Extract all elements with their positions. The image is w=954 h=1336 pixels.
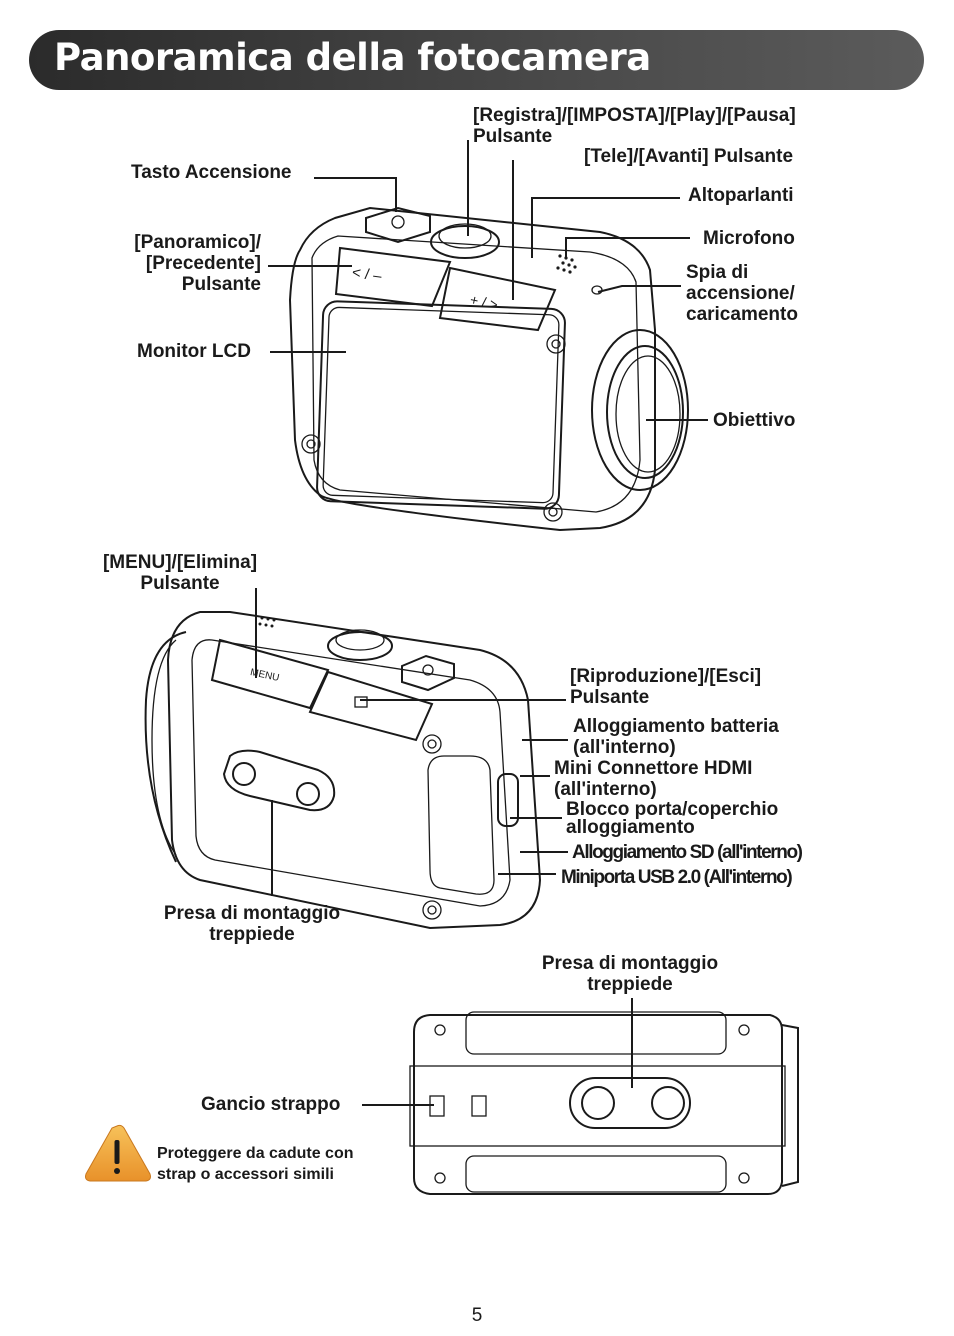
page-number: 5 bbox=[471, 1305, 483, 1326]
usb-port-label: Miniporta USB 2.0 (All'interno) bbox=[561, 867, 793, 888]
menu-button-label: [MENU]/[Elimina] Pulsante bbox=[102, 552, 258, 594]
title-bar: Panoramica della fotocamera bbox=[29, 30, 924, 90]
power-key-label: Tasto Accensione bbox=[131, 162, 292, 183]
bottom-tripod-mount-label: Presa di montaggio treppiede bbox=[541, 953, 719, 995]
playback-button-label: [Riproduzione]/[Esci] Pulsante bbox=[570, 666, 762, 708]
camera-front-view bbox=[288, 206, 689, 532]
lcd-monitor-label: Monitor LCD bbox=[137, 341, 251, 362]
camera-bottom-view bbox=[409, 1011, 799, 1195]
speakers-label: Altoparlanti bbox=[688, 185, 794, 206]
strap-hook-label: Gancio strappo bbox=[201, 1094, 341, 1115]
power-led-label: Spia di accensione/ caricamento bbox=[686, 262, 798, 325]
page-title: Panoramica della fotocamera bbox=[54, 36, 651, 79]
sd-slot-label: Alloggiamento SD (all'interno) bbox=[572, 842, 803, 863]
hdmi-connector-label: Mini Connettore HDMI (all'interno) bbox=[554, 758, 753, 800]
warning-text: Proteggere da cadute con strap o accesso… bbox=[157, 1145, 354, 1183]
port-lock-label: Blocco porta/coperchio alloggiamento bbox=[566, 799, 779, 838]
leader-lines bbox=[255, 140, 708, 1106]
microphone-label: Microfono bbox=[703, 228, 795, 249]
record-button-label: [Registra]/[IMPOSTA]/[Play]/[Pausa] Puls… bbox=[473, 105, 796, 147]
tele-button-label: [Tele]/[Avanti] Pulsante bbox=[584, 146, 794, 167]
lens-label: Obiettivo bbox=[713, 410, 796, 431]
battery-compartment-label: Alloggiamento batteria (all'interno) bbox=[573, 716, 779, 758]
side-tripod-mount-label: Presa di montaggio treppiede bbox=[163, 903, 341, 945]
panoramic-button-label: [Panoramico]/ [Precedente] Pulsante bbox=[134, 232, 261, 295]
camera-side-view bbox=[144, 611, 542, 930]
